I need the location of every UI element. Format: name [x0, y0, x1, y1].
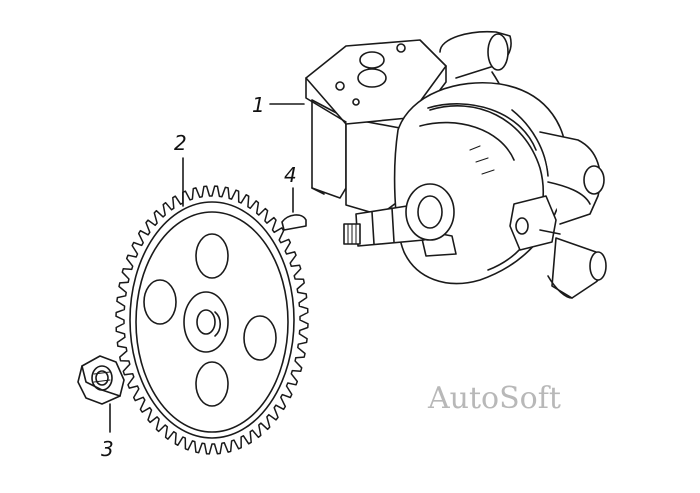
- callout-1: 1: [252, 93, 305, 117]
- callout-4: 4: [284, 163, 297, 213]
- callout-3: 3: [101, 403, 114, 461]
- callout-label-1: 1: [252, 93, 265, 117]
- gear-hole-left: [143, 279, 177, 325]
- gear-hole-top: [195, 233, 229, 279]
- callout-label-4: 4: [284, 163, 297, 187]
- callout-label-2: 2: [174, 131, 187, 155]
- gear-hub-bore: [196, 309, 216, 335]
- watermark-text: AutoSoft: [427, 381, 561, 416]
- gear-hole-right: [243, 315, 277, 361]
- callout-2: 2: [174, 131, 187, 207]
- gear-hole-bottom: [195, 361, 229, 407]
- oil-pump-assembly: [305, 30, 607, 299]
- drive-gear: [115, 185, 309, 455]
- gear-web: [135, 211, 289, 433]
- callout-label-3: 3: [101, 437, 114, 461]
- hex-nut: [77, 355, 125, 405]
- woodruff-key: [281, 214, 307, 231]
